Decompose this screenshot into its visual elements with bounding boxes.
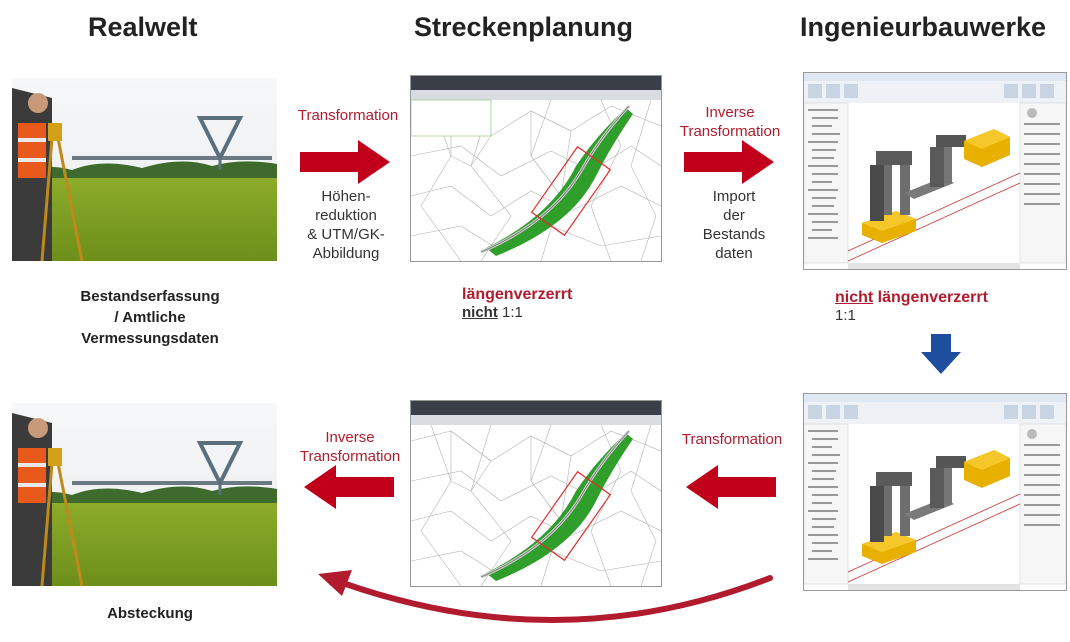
arrow-left-red-bottom-left [304, 465, 394, 509]
label-line: Höhen- [321, 188, 371, 205]
label-line: Inverse [325, 429, 375, 446]
label-inverse-transformation-top: Inverse Transformation [674, 103, 786, 141]
label-transformation-bottom-right: Transformation [681, 431, 783, 448]
label-import-bestandsdaten: Import der Bestands daten [686, 187, 782, 263]
label-hoehenreduktion: Höhen- reduktion & UTM/GK- Abbildung [296, 187, 396, 263]
title-realwelt: Realwelt [88, 12, 198, 42]
caption-line-1: Bestandserfassung [80, 288, 220, 305]
strecken-note-line2: nicht 1:1 [462, 304, 572, 321]
arrow-right-red-top-right [684, 140, 774, 184]
label-line: Inverse [705, 104, 755, 121]
survey-photo-top [12, 78, 277, 261]
title-ingenieurbauwerke: Ingenieurbauwerke [800, 12, 1047, 42]
label-line: daten [715, 245, 753, 262]
strecken-note: längenverzerrt nicht 1:1 [462, 286, 572, 321]
caption-line-2: / Amtliche [114, 309, 186, 326]
arrow-down-blue [921, 334, 961, 374]
strecken-note-rest: 1:1 [497, 304, 523, 321]
ingenieur-note-line1: nicht längenverzerrt [835, 289, 988, 307]
arrow-right-red-top-left [300, 140, 390, 184]
ingenieurbauwerke-screenshot-top [803, 72, 1067, 270]
strecken-note-line1: längenverzerrt [462, 286, 573, 303]
label-line: reduktion [315, 207, 377, 224]
title-streckenplanung: Streckenplanung [414, 12, 634, 42]
ingenieur-note-line2: 1:1 [835, 307, 856, 324]
caption-line-3: Vermessungsdaten [81, 330, 219, 347]
label-line: Transformation [679, 123, 781, 140]
label-line: Bestands [702, 226, 766, 243]
arrow-left-red-bottom-right [686, 465, 776, 509]
strecken-note-nicht: nicht [462, 304, 498, 321]
label-transformation-top-left: Transformation [297, 107, 399, 124]
label-inverse-transformation-bottom: Inverse Transformation [290, 428, 410, 466]
caption-bestandserfassung: Bestandserfassung / Amtliche Vermessungs… [50, 286, 250, 349]
caption-absteckung: Absteckung [107, 605, 193, 622]
ingenieurbauwerke-screenshot-bottom [803, 393, 1067, 591]
curved-arrow-return [318, 570, 773, 623]
streckenplanung-screenshot-bottom [410, 400, 662, 587]
ingenieur-note-rest: längenverzerrt [873, 289, 988, 306]
survey-photo-bottom [12, 403, 277, 586]
label-line: & UTM/GK- [307, 226, 385, 243]
ingenieur-note-nicht: nicht [835, 289, 874, 306]
label-line: Import [712, 188, 756, 205]
ingenieur-note: nicht längenverzerrt 1:1 [835, 289, 988, 324]
label-line: Abbildung [312, 245, 380, 262]
streckenplanung-screenshot-top [410, 75, 662, 262]
label-line: der [723, 207, 745, 224]
label-line: Transformation [299, 448, 401, 465]
